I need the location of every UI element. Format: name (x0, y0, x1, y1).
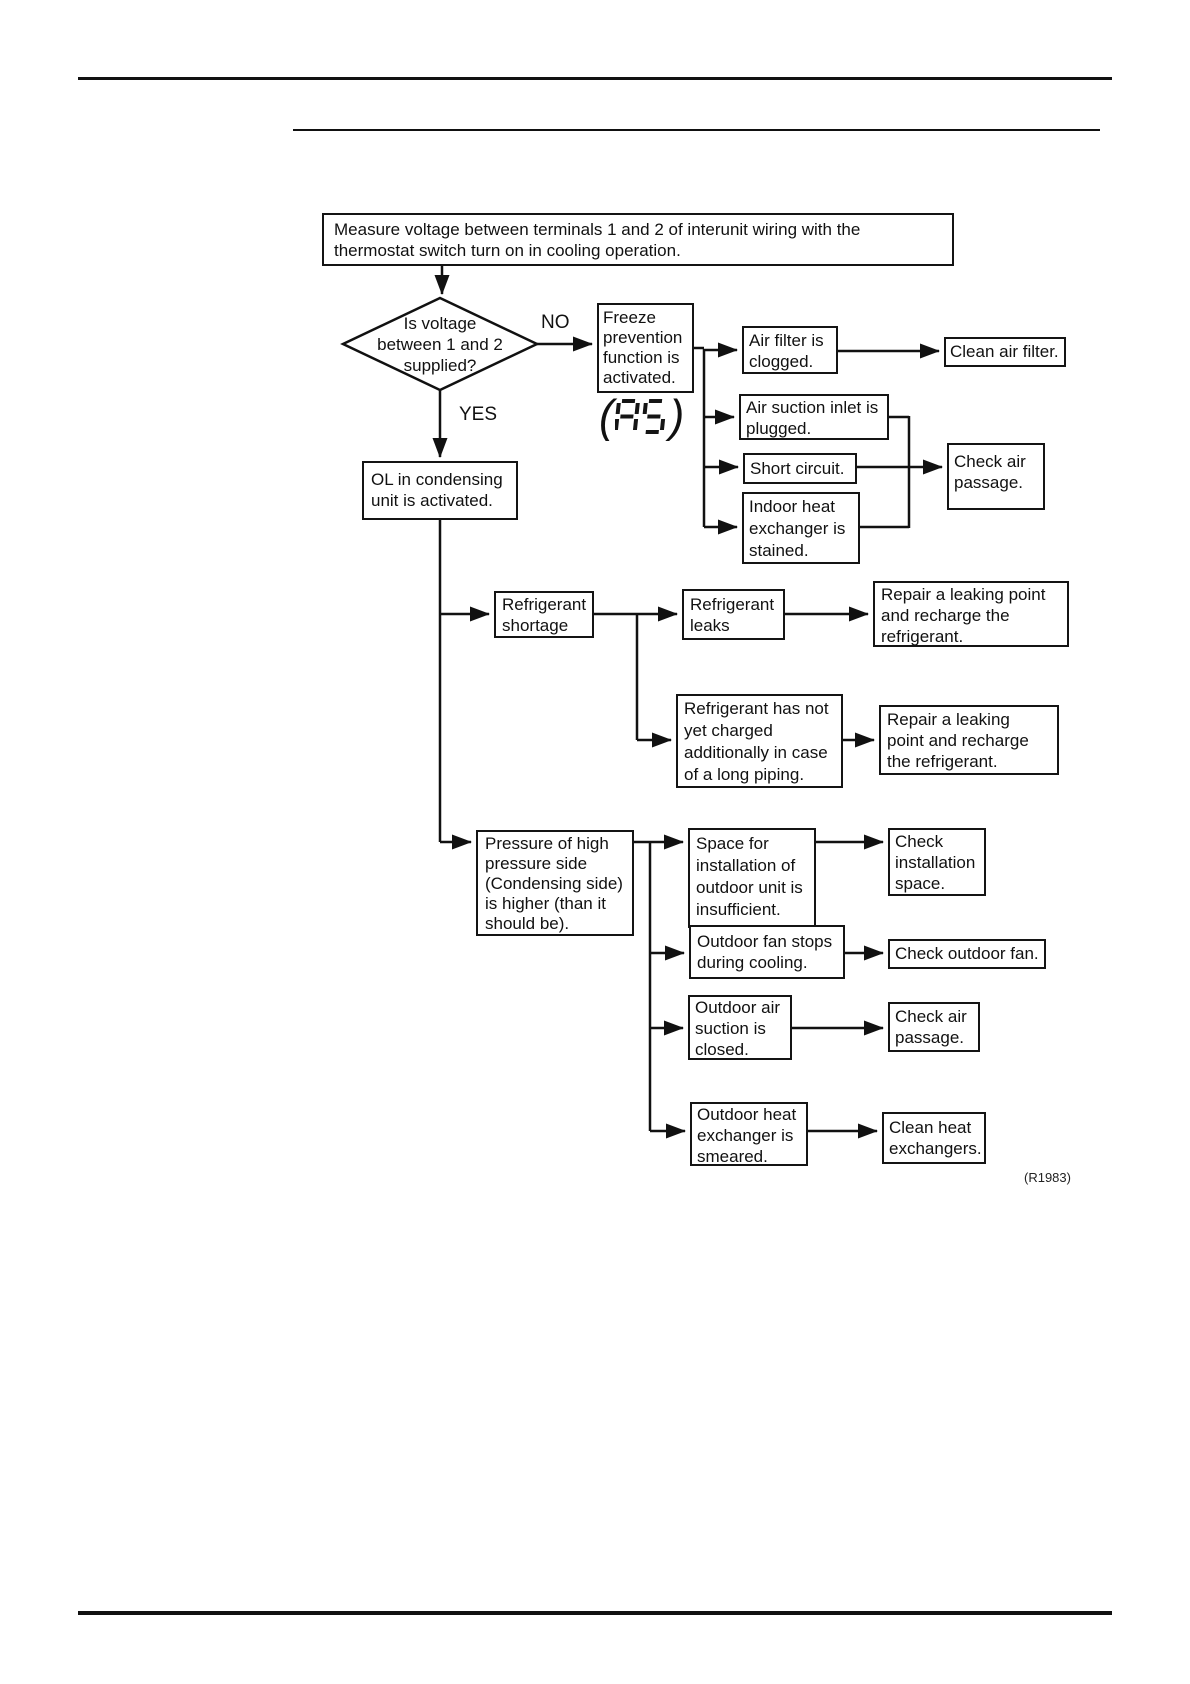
node-outdoor-air-suction-closed: Outdoor air suction is closed. (688, 995, 792, 1060)
node-ol-condensing-activated: OL in condensing unit is activated. (362, 461, 518, 520)
node-space-installation-insufficient: Space for installation of outdoor unit i… (688, 828, 816, 928)
node-refrigerant-not-charged: Refrigerant has not yet charged addition… (676, 694, 843, 788)
node-check-installation-space: Check installation space. (888, 828, 986, 896)
node-repair-recharge-2: Repair a leaking point and recharge the … (879, 705, 1059, 775)
node-outdoor-fan-stops: Outdoor fan stops during cooling. (689, 925, 845, 979)
node-air-suction-inlet-plugged: Air suction inlet is plugged. (739, 394, 889, 440)
node-pressure-high-side: Pressure of high pressure side (Condensi… (476, 830, 634, 936)
node-repair-recharge-1: Repair a leaking point and recharge the … (873, 581, 1069, 647)
display-code-close-paren: ) (669, 391, 685, 442)
label-yes: YES (459, 404, 498, 425)
node-check-air-passage-2: Check air passage. (888, 1002, 980, 1052)
node-outdoor-heat-exchanger-smeared: Outdoor heat exchanger is smeared. (690, 1102, 808, 1166)
top-rule (78, 77, 1112, 80)
node-check-outdoor-fan: Check outdoor fan. (888, 939, 1046, 969)
node-start-instruction: Measure voltage between terminals 1 and … (322, 213, 954, 266)
seven-segment-digits (614, 399, 665, 434)
display-code-open-paren: ( (599, 391, 614, 442)
node-check-air-passage-1: Check air passage. (947, 443, 1045, 510)
bottom-rule (78, 1611, 1112, 1615)
decision-text: Is voltage between 1 and 2 supplied? (377, 313, 503, 375)
node-short-circuit: Short circuit. (743, 453, 857, 484)
reference-code: (R1983) (1024, 1170, 1071, 1185)
node-freeze-prevention: Freeze prevention function is activated. (597, 303, 694, 393)
connector-lines (438, 346, 911, 1131)
seven-segment-code-a5: ( ) (599, 394, 684, 440)
node-refrigerant-leaks: Refrigerant leaks (682, 589, 785, 640)
node-air-filter-clogged: Air filter is clogged. (742, 326, 838, 374)
node-clean-air-filter: Clean air filter. (944, 337, 1066, 367)
section-rule (293, 129, 1100, 131)
label-no: NO (541, 312, 570, 333)
node-refrigerant-shortage: Refrigerant shortage (494, 591, 594, 638)
node-clean-heat-exchangers: Clean heat exchangers. (882, 1112, 986, 1164)
node-indoor-heat-exchanger-stained: Indoor heat exchanger is stained. (742, 492, 860, 564)
decision-diamond (340, 296, 540, 392)
